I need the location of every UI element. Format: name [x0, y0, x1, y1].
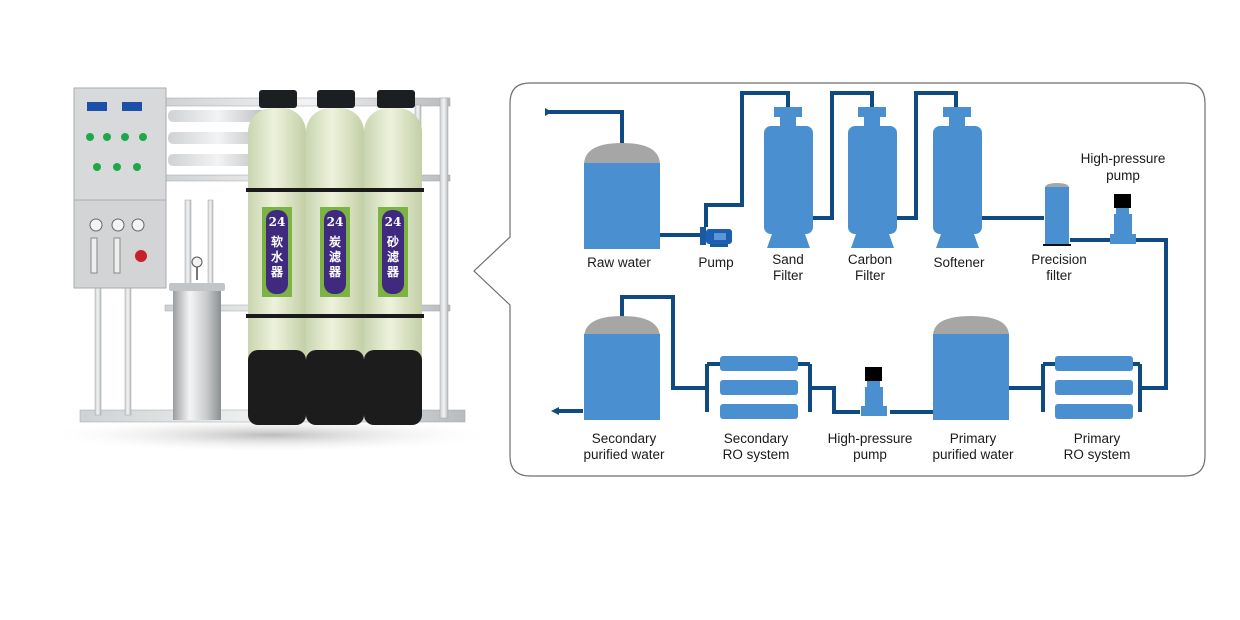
display-screen [87, 102, 107, 111]
label-secondary-ro-line1: Secondary [724, 431, 789, 446]
precision-filter-vessel [1043, 183, 1071, 246]
label-primary-ro-line2: RO system [1064, 447, 1131, 462]
label-carbon-filter-line1: Carbon [848, 252, 892, 267]
display-screen [122, 102, 142, 111]
tank-badge: 24 [327, 215, 344, 229]
pipes [549, 91, 1168, 414]
raw-water-inlet-pipe [549, 110, 624, 145]
indicator-lights [86, 133, 147, 171]
filter-tanks: 24 软 水 器 24 炭 滤 器 24 砂 滤 器 [246, 90, 424, 425]
label-secondary-water-line1: Secondary [592, 431, 657, 446]
label-precision-filter-line2: filter [1046, 268, 1072, 283]
high-pressure-pump-2-icon [861, 367, 887, 416]
sand-filter-vessel [764, 107, 813, 248]
primary-ro-membranes [1055, 356, 1133, 419]
tank-label-char: 软 [271, 234, 283, 249]
flowmeter [90, 237, 98, 274]
ro-membrane-tubes [168, 110, 268, 166]
pump-icon [700, 227, 732, 247]
label-raw-water: Raw water [587, 255, 651, 270]
tank-badge: 24 [385, 215, 402, 229]
label-pump: Pump [698, 255, 733, 270]
sand-filter-tank: 24 砂 滤 器 [364, 90, 422, 425]
hp-pump-to-secondary-ro-pipe [810, 386, 860, 414]
pump-to-sand-pipe [704, 91, 790, 227]
label-hp-pump-1-line2: pump [1106, 168, 1140, 183]
carbon-filter-vessel [848, 107, 897, 248]
sand-to-carbon-pipe [812, 91, 874, 220]
label-primary-water-line2: purified water [932, 447, 1014, 462]
emergency-stop-button [135, 250, 147, 262]
high-pressure-pump-1-icon [1110, 194, 1136, 244]
equipment-photo: 24 软 水 器 24 炭 滤 器 24 砂 滤 器 [40, 87, 500, 450]
tank-label-char: 滤 [387, 249, 399, 264]
label-sand-filter-line2: Filter [773, 268, 804, 283]
secondary-ro-to-tank-pipe [620, 295, 707, 390]
tank-label-char: 器 [270, 265, 284, 279]
tank-label-char: 砂 [386, 234, 399, 249]
label-hp-pump-1-line1: High-pressure [1081, 151, 1166, 166]
softener-vessel [933, 107, 982, 248]
tank-badge: 24 [269, 215, 286, 229]
secondary-purified-water-tank [584, 316, 660, 420]
tank-label-char: 水 [271, 249, 284, 264]
label-sand-filter-line1: Sand [772, 252, 804, 267]
label-softener: Softener [933, 255, 985, 270]
flowmeter [113, 237, 121, 274]
tank-label-char: 滤 [329, 249, 341, 264]
floor-shadow [40, 417, 500, 450]
raw-water-tank [584, 143, 660, 249]
softener-tank: 24 软 水 器 [248, 90, 306, 425]
label-precision-filter-line1: Precision [1031, 252, 1087, 267]
label-hp-pump-2-line2: pump [853, 447, 887, 462]
primary-purified-water-tank [933, 316, 1009, 420]
process-flow-diagram: Raw water Pump Sand Filter Carbon Filter… [473, 82, 1206, 477]
inlet-arrow-icon [545, 108, 552, 116]
hp-pump-to-primary-ro-pipe [1134, 238, 1168, 390]
carbon-to-softener-pipe [896, 91, 958, 220]
outlet-arrow-icon [551, 407, 559, 415]
label-carbon-filter-line2: Filter [855, 268, 886, 283]
tank-straps [246, 188, 424, 318]
pressure-gauges [89, 218, 145, 232]
tank-label-char: 器 [328, 265, 342, 279]
precision-filter-housing [169, 256, 225, 420]
label-secondary-water-line2: purified water [583, 447, 665, 462]
label-hp-pump-2-line1: High-pressure [828, 431, 913, 446]
tank-label-char: 炭 [329, 234, 341, 249]
control-panel [73, 87, 167, 289]
secondary-ro-membranes [720, 356, 798, 419]
carbon-filter-tank: 24 炭 滤 器 [306, 90, 364, 425]
label-primary-water-line1: Primary [950, 431, 997, 446]
label-secondary-ro-line2: RO system [723, 447, 790, 462]
tank-label-char: 器 [386, 265, 400, 279]
label-primary-ro-line1: Primary [1074, 431, 1121, 446]
